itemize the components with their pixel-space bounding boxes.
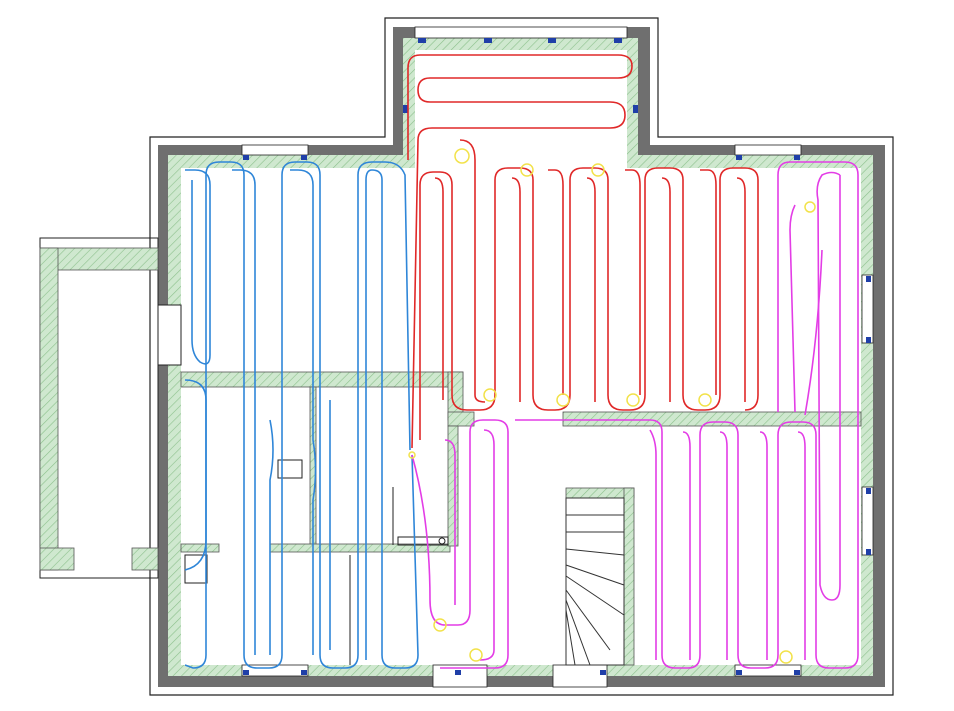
- terrace: [39, 237, 182, 579]
- heating-circuit-red: [407, 54, 759, 449]
- windows: [241, 26, 874, 688]
- heating-circuit-magenta: [411, 161, 859, 669]
- outer-walls: [158, 27, 885, 687]
- interior-walls: [180, 371, 862, 666]
- building-outline: [149, 17, 894, 696]
- heating-circuit-blue: [184, 161, 419, 669]
- fixtures: [184, 459, 449, 665]
- circuit-markers: [408, 148, 816, 664]
- staircase: [565, 497, 625, 666]
